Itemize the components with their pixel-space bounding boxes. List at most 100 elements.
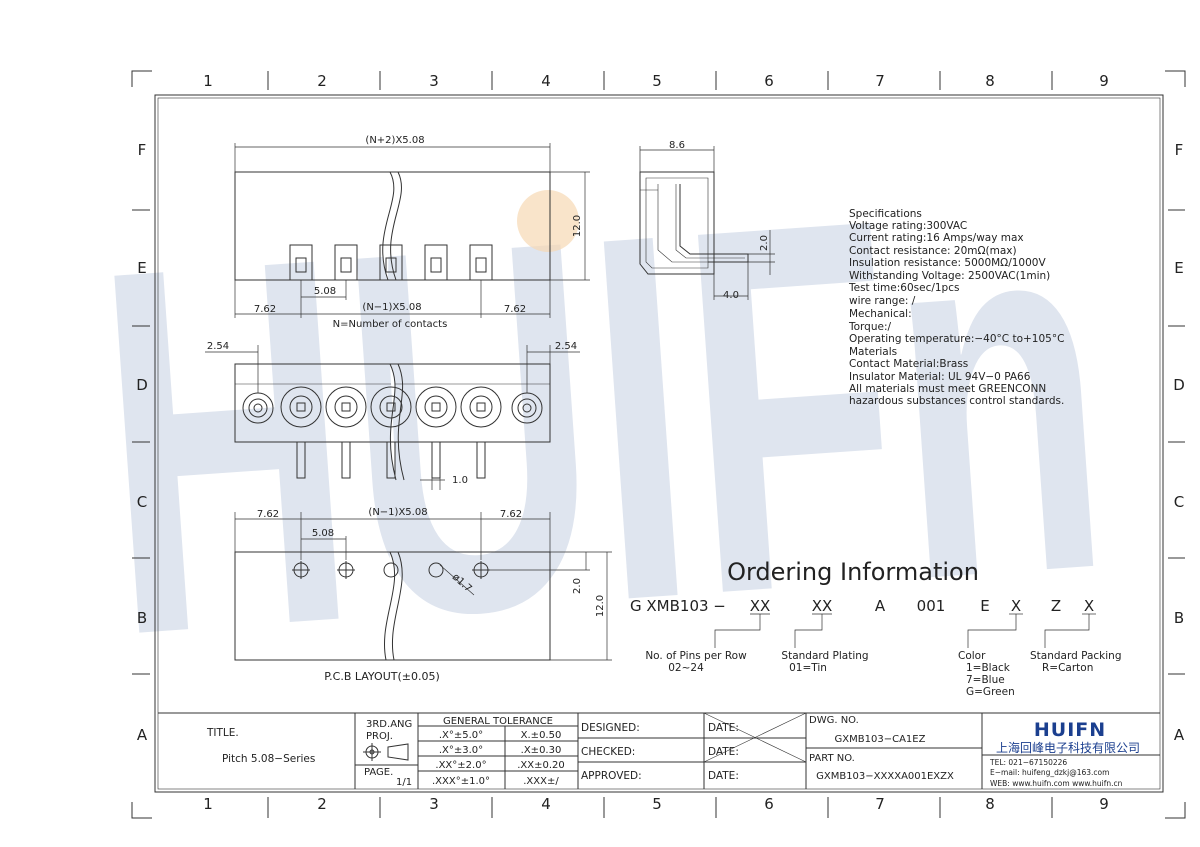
row-label: D bbox=[136, 376, 148, 394]
pcb-offset: 2.0 bbox=[572, 578, 583, 594]
row-label: C bbox=[1174, 493, 1184, 511]
color-label: Color bbox=[958, 650, 986, 662]
pcb-pitch: 5.08 bbox=[312, 528, 334, 539]
title-value: Pitch 5.08−Series bbox=[222, 753, 315, 765]
row-label: C bbox=[137, 493, 147, 511]
spec-line: Voltage rating:300VAC bbox=[849, 220, 967, 232]
col-label: 8 bbox=[985, 795, 995, 813]
date-label: DATE: bbox=[708, 746, 739, 758]
spec-line: hazardous substances control standards. bbox=[849, 395, 1064, 407]
spec-line: wire range: / bbox=[849, 295, 916, 307]
column-labels: 1 2 3 4 5 6 7 8 9 1 2 3 4 5 6 7 8 9 bbox=[203, 72, 1109, 813]
col-label: 9 bbox=[1099, 72, 1109, 90]
sheet-corners bbox=[131, 70, 1186, 819]
part-value: GXMB103−XXXXA001EXZX bbox=[816, 771, 954, 782]
tol-cell: .X°±3.0° bbox=[439, 745, 483, 756]
company-tel: TEL: 021−67150226 bbox=[989, 758, 1067, 767]
code-packing: X bbox=[1084, 597, 1094, 615]
side-pin-len: 4.0 bbox=[723, 290, 739, 301]
spec-line: Mechanical: bbox=[849, 308, 912, 320]
color-value: 7=Blue bbox=[966, 674, 1005, 686]
column-ticks bbox=[132, 71, 1185, 818]
dim-overall: (N+2)X5.08 bbox=[365, 135, 424, 146]
col-label: 3 bbox=[429, 795, 439, 813]
col-label: 4 bbox=[541, 72, 551, 90]
pcb-height: 12.0 bbox=[595, 595, 606, 617]
col-label: 8 bbox=[985, 72, 995, 90]
plating-label: Standard Plating bbox=[781, 650, 868, 662]
tol-header: GENERAL TOLERANCE bbox=[443, 716, 553, 727]
dim-right: 7.62 bbox=[504, 304, 526, 315]
col-label: 2 bbox=[317, 795, 327, 813]
code-pins: XX bbox=[750, 597, 771, 615]
row-label: A bbox=[137, 726, 148, 744]
pcb-span: (N−1)X5.08 bbox=[368, 507, 427, 518]
code-color: X bbox=[1011, 597, 1021, 615]
tol-cell: .XXX±/ bbox=[523, 776, 559, 787]
code-z: Z bbox=[1051, 597, 1061, 615]
part-label: PART NO. bbox=[809, 753, 855, 764]
projection-symbol-icon bbox=[363, 743, 409, 761]
spec-line: Operating temperature:−40°C to+105°C bbox=[849, 333, 1064, 345]
code-e: E bbox=[980, 597, 989, 615]
row-label: F bbox=[138, 141, 147, 159]
proj-label-2: PROJ. bbox=[366, 731, 393, 742]
col-label: 4 bbox=[541, 795, 551, 813]
spec-line: All materials must meet GREENCONN bbox=[849, 383, 1046, 395]
title-label: TITLE. bbox=[206, 727, 239, 739]
dwg-value: GXMB103−CA1EZ bbox=[835, 734, 926, 745]
spec-line: Contact Material:Brass bbox=[849, 358, 968, 370]
side-pin-height: 2.0 bbox=[759, 235, 770, 251]
company-email: E−mail: huifeng_dzkj@163.com bbox=[990, 768, 1109, 777]
spec-line: Materials bbox=[849, 346, 897, 358]
col-label: 3 bbox=[429, 72, 439, 90]
spec-line: Specifications bbox=[849, 208, 922, 220]
dim-span: (N−1)X5.08 bbox=[362, 302, 421, 313]
top-view: (N+2)X5.08 12.0 5.08 (N−1)X5.08 7.62 7.6… bbox=[234, 135, 590, 330]
pcb-caption: P.C.B LAYOUT(±0.05) bbox=[324, 670, 440, 683]
row-labels: F E D C B A F E D C B A bbox=[136, 141, 1185, 744]
row-label: D bbox=[1173, 376, 1185, 394]
col-label: 2 bbox=[317, 72, 327, 90]
row-label: F bbox=[1175, 141, 1184, 159]
spec-line: Current rating:16 Amps/way max bbox=[849, 232, 1024, 244]
ordering-title: Ordering Information bbox=[727, 558, 979, 586]
tol-cell: X.±0.50 bbox=[521, 730, 562, 741]
side-width: 8.6 bbox=[669, 140, 685, 151]
page-label: PAGE. bbox=[364, 767, 393, 778]
approved-label: APPROVED: bbox=[581, 770, 642, 782]
col-label: 7 bbox=[875, 72, 885, 90]
tol-cell: .XXX°±1.0° bbox=[432, 776, 490, 787]
row-label: E bbox=[137, 259, 146, 277]
spec-line: Insulation resistance: 5000MΩ/1000V bbox=[849, 257, 1046, 269]
pcb-left: 7.62 bbox=[257, 509, 279, 520]
spec-line: Test time:60sec/1pcs bbox=[848, 282, 959, 294]
tol-cell: .X°±5.0° bbox=[439, 730, 483, 741]
col-label: 1 bbox=[203, 72, 213, 90]
company-logo: HUIFN bbox=[1034, 719, 1106, 741]
tol-cell: .XX±0.20 bbox=[517, 760, 565, 771]
tol-cell: .XX°±2.0° bbox=[435, 760, 486, 771]
designed-label: DESIGNED: bbox=[581, 722, 640, 734]
col-label: 1 bbox=[203, 795, 213, 813]
watermark: HUIFn bbox=[84, 96, 1122, 745]
plating-value: 01=Tin bbox=[789, 662, 827, 674]
spec-line: Torque:/ bbox=[848, 321, 892, 333]
orange-dot bbox=[517, 190, 579, 252]
code-prefix: G XMB103 − bbox=[630, 597, 726, 615]
pcb-right: 7.62 bbox=[500, 509, 522, 520]
dim-height: 12.0 bbox=[572, 215, 583, 237]
front-left-flange: 2.54 bbox=[207, 341, 229, 352]
col-label: 5 bbox=[652, 795, 662, 813]
tol-cell: .X±0.30 bbox=[521, 745, 562, 756]
code-plating: XX bbox=[812, 597, 833, 615]
dim-left: 7.62 bbox=[254, 304, 276, 315]
color-value: 1=Black bbox=[966, 662, 1011, 674]
row-label: B bbox=[137, 609, 147, 627]
date-label: DATE: bbox=[708, 722, 739, 734]
color-value: G=Green bbox=[966, 686, 1015, 698]
page-value: 1/1 bbox=[396, 777, 412, 788]
ordering-information: Ordering Information G XMB103 − XX XX A … bbox=[630, 558, 1122, 698]
date-label: DATE: bbox=[708, 770, 739, 782]
